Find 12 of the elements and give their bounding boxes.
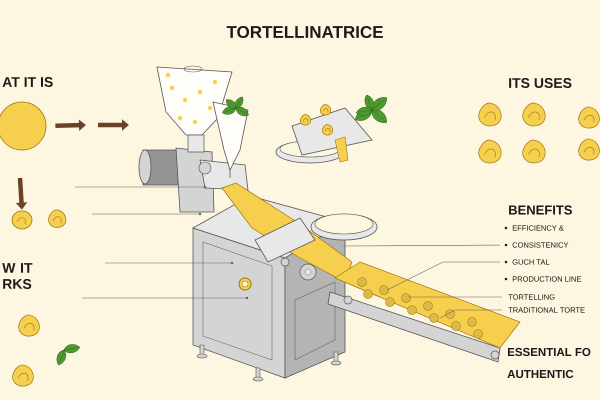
heading: ESSENTIAL FO xyxy=(508,348,590,356)
leader-line xyxy=(440,310,502,318)
heading: AT IT IS xyxy=(2,77,53,87)
heading: ITS USES xyxy=(509,78,572,88)
tortellino-icon xyxy=(12,210,32,230)
leader-line xyxy=(408,296,502,298)
heading: BENEFITS xyxy=(509,205,572,215)
heading: AUTHENTIC xyxy=(507,370,574,378)
leader-line xyxy=(342,244,500,246)
leader-line xyxy=(386,262,500,290)
heading: W IT RKS xyxy=(2,263,32,289)
title: TORTELLINATRICE xyxy=(226,26,383,38)
